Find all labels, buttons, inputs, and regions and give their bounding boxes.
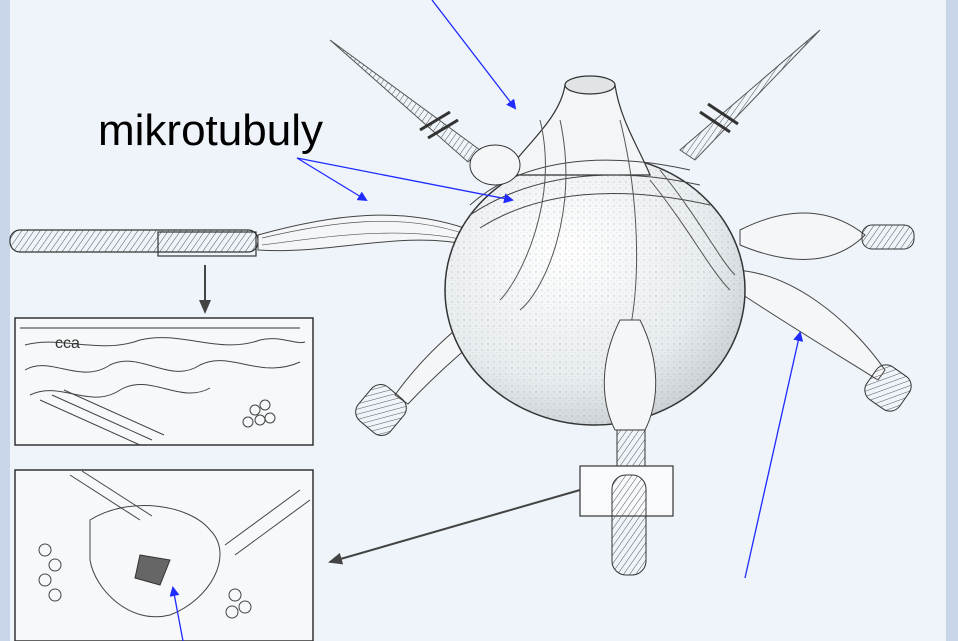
microtubules-label: mikrotubuly — [98, 106, 323, 156]
inset-panel-lower — [15, 470, 313, 641]
inset-label-cca: cca — [55, 335, 80, 352]
